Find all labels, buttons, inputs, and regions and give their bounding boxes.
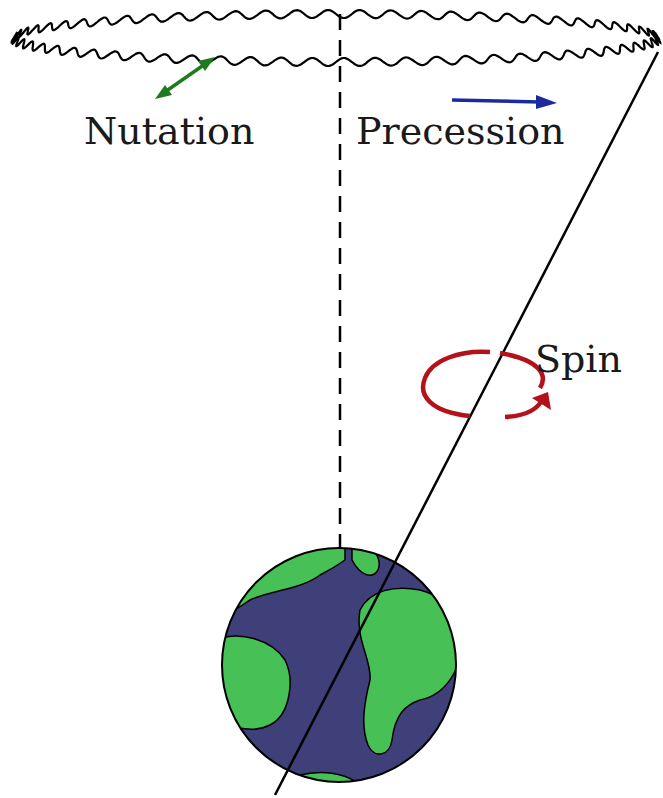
- spin-label: Spin: [535, 338, 622, 382]
- spin-arrow: [423, 352, 551, 417]
- nutation-arrow: [155, 57, 215, 99]
- precession-rim: [12, 10, 661, 66]
- precession-label: Precession: [356, 110, 565, 154]
- precession-arrow: [452, 95, 557, 109]
- earth: [215, 548, 462, 790]
- nutation-label: Nutation: [84, 110, 254, 154]
- spin-axis: [275, 52, 658, 795]
